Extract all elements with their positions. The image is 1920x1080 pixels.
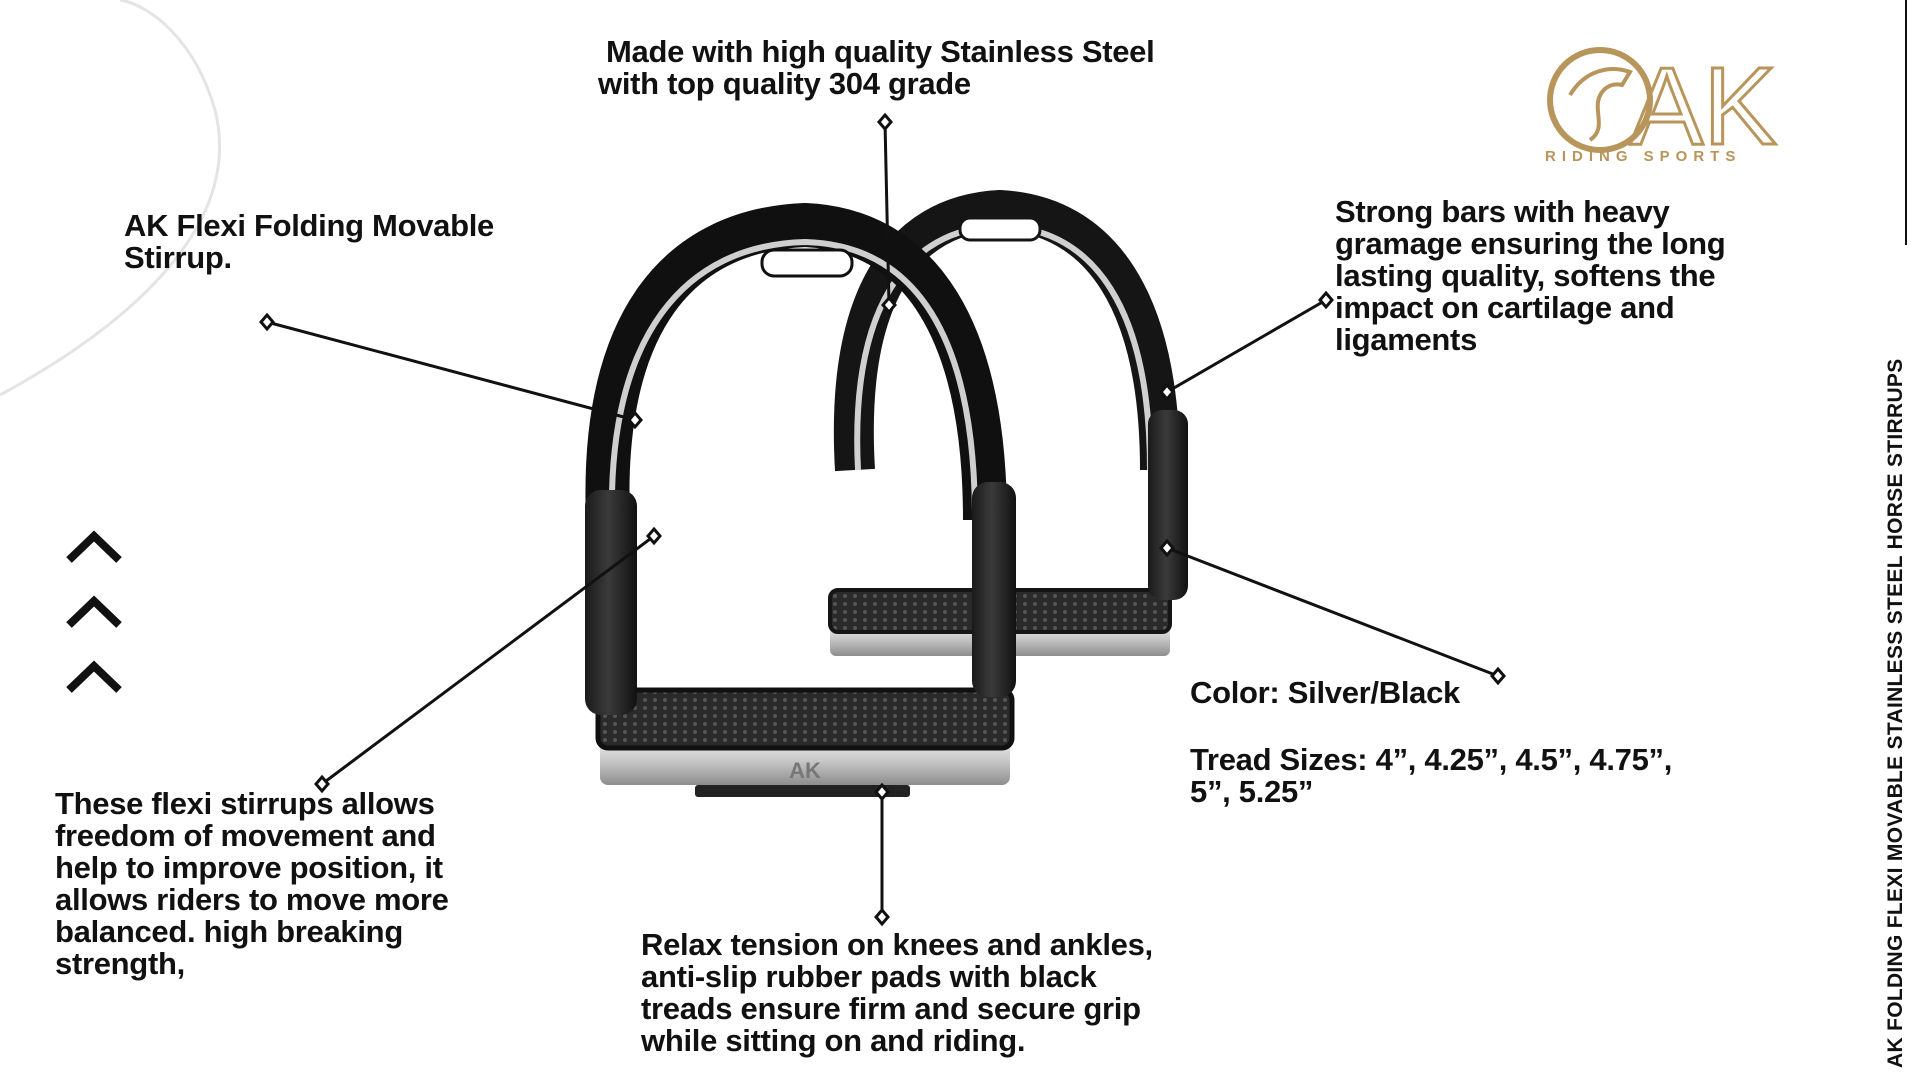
feature-relax: Relax tension on knees and ankles, anti-… (641, 929, 1153, 1057)
callout-line-freedom (321, 534, 655, 786)
feature-bars-line: Strong bars with heavy (1335, 194, 1670, 229)
feature-bars-line: gramage ensuring the long (1335, 226, 1726, 261)
callout-marker (259, 312, 275, 332)
feature-steel: Made with high quality Stainless Steel w… (598, 34, 1155, 101)
callout-marker (1318, 290, 1334, 310)
feature-name: AK Flexi Folding Movable Stirrup. (124, 210, 494, 274)
feature-freedom-line: allows riders to move more (55, 882, 449, 917)
stirrup-plate-logo: AK (789, 758, 821, 783)
chevron-up-icon (66, 530, 122, 563)
feature-freedom-line: help to improve position, it (55, 850, 443, 885)
brand-logo: AK (1547, 44, 1778, 170)
feature-bars-line: ligaments (1335, 322, 1478, 357)
callout-line-bars (1166, 298, 1327, 394)
feature-tread-sizes: Tread Sizes: 4”, 4.25”, 4.5”, 4.75”, 5”,… (1190, 744, 1672, 808)
horse-head-icon (1547, 47, 1653, 153)
callout-marker (314, 774, 330, 794)
callout-marker (627, 410, 643, 430)
feature-steel-line: Made with high quality Stainless Steel (606, 34, 1155, 69)
callout-marker (1159, 382, 1175, 402)
callout-line-color (1166, 546, 1499, 678)
callout-line-steel (883, 121, 891, 306)
chevron-up-icon (66, 660, 122, 693)
chevron-up-icon (66, 595, 122, 628)
logo-lettering: AK (1630, 45, 1777, 168)
side-divider (1905, 0, 1907, 245)
feature-color: Color: Silver/Black (1190, 677, 1460, 709)
brand-tagline: RIDING SPORTS (1545, 148, 1742, 165)
callout-marker (1159, 538, 1175, 558)
feature-freedom-line: freedom of movement and (55, 818, 436, 853)
feature-name-line: AK Flexi Folding Movable (124, 208, 494, 243)
feature-relax-line: treads ensure firm and secure grip (641, 991, 1141, 1026)
feature-freedom: These flexi stirrups allows freedom of m… (55, 788, 449, 980)
callout-marker (646, 526, 662, 546)
feature-bars-line: impact on cartilage and (1335, 290, 1675, 325)
feature-tread-line: 5”, 5.25” (1190, 774, 1314, 809)
callout-marker (874, 782, 890, 802)
feature-tread-line: Tread Sizes: 4”, 4.25”, 4.5”, 4.75”, (1190, 742, 1673, 777)
callout-line-name (266, 320, 636, 422)
front-stirrup: AK (585, 202, 1016, 797)
feature-steel-line: with top quality 304 grade (598, 66, 971, 101)
chevron-group (64, 528, 124, 698)
callout-marker (881, 295, 897, 315)
callout-marker (877, 112, 893, 132)
feature-relax-line: while sitting on and riding. (641, 1023, 1026, 1058)
feature-freedom-line: balanced. high breaking (55, 914, 403, 949)
decorative-arc (0, 0, 221, 397)
callout-marker (1490, 666, 1506, 686)
feature-color-line: Color: Silver/Black (1190, 675, 1460, 710)
feature-relax-line: anti-slip rubber pads with black (641, 959, 1097, 994)
callout-marker (874, 907, 890, 927)
feature-name-line: Stirrup. (124, 240, 232, 275)
feature-relax-line: Relax tension on knees and ankles, (641, 927, 1153, 962)
feature-bars-line: lasting quality, softens the (1335, 258, 1716, 293)
feature-freedom-line: strength, (55, 946, 185, 981)
side-product-title: AK FOLDING FLEXI MOVABLE STAINLESS STEEL… (1884, 358, 1907, 1068)
feature-bars: Strong bars with heavy gramage ensuring … (1335, 194, 1726, 357)
feature-freedom-line: These flexi stirrups allows (55, 786, 435, 821)
